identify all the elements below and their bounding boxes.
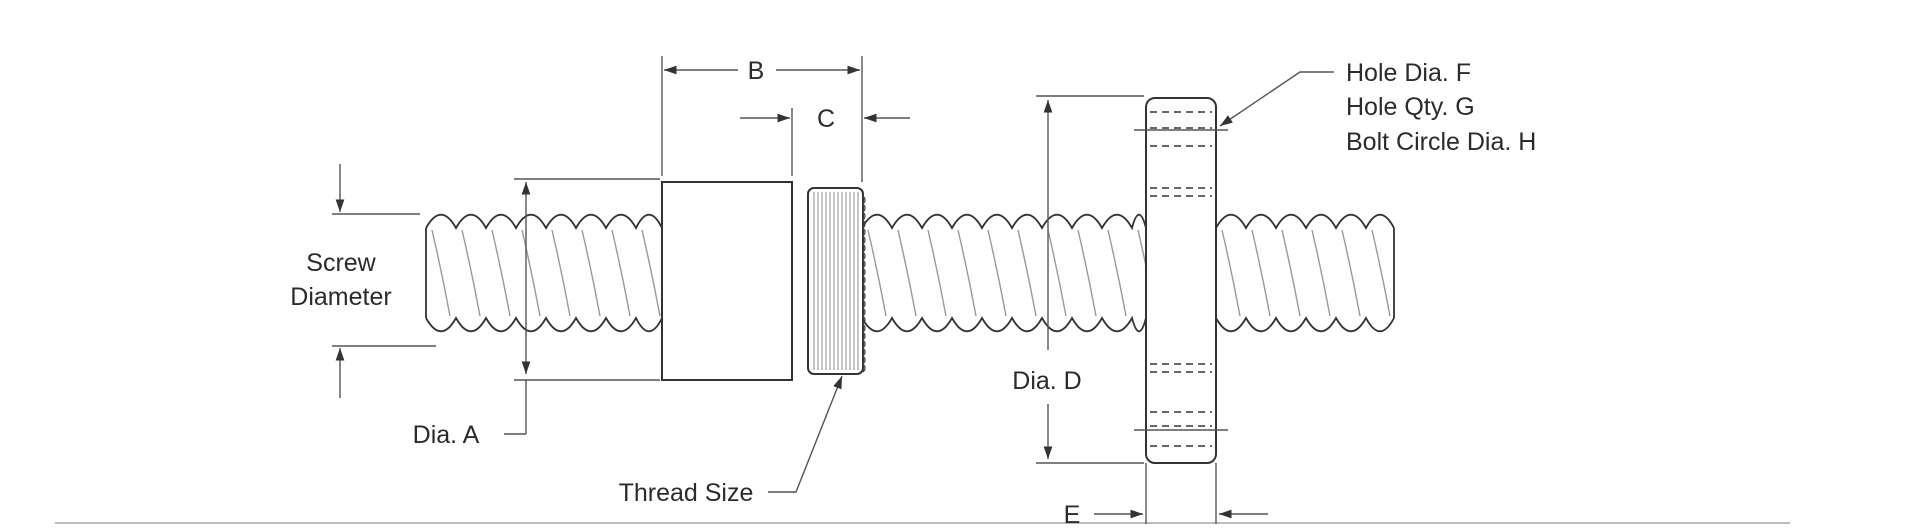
leader-hole-dia xyxy=(1219,71,1334,127)
label-c: C xyxy=(817,105,835,133)
screw-segment xyxy=(425,213,663,333)
flange xyxy=(1145,97,1217,464)
screw-segment xyxy=(1215,213,1395,333)
flange-holes xyxy=(1134,111,1228,447)
label-b: B xyxy=(748,57,765,85)
dimension-c xyxy=(740,108,910,176)
label-screw-diameter-2: Diameter xyxy=(290,283,391,311)
label-bolt-circle-dia-h: Bolt Circle Dia. H xyxy=(1346,128,1536,156)
label-thread-size: Thread Size xyxy=(619,479,754,507)
dimension-screw-diameter xyxy=(332,164,436,398)
collar-hatch xyxy=(813,192,866,373)
screw-threads xyxy=(425,213,1395,333)
label-screw-diameter-1: Screw xyxy=(306,249,376,277)
label-dia-d: Dia. D xyxy=(1012,367,1081,395)
dimension-e xyxy=(1094,463,1268,524)
label-e: E xyxy=(1064,501,1081,524)
screw-segment xyxy=(861,213,1157,333)
nut-body xyxy=(661,181,793,381)
dimension-dia-a xyxy=(504,178,660,435)
threaded-collar xyxy=(807,187,864,375)
label-hole-qty-g: Hole Qty. G xyxy=(1346,93,1475,121)
leader-thread-size xyxy=(768,375,843,493)
dimension-dia-d xyxy=(1036,95,1144,464)
label-dia-a: Dia. A xyxy=(413,421,480,449)
dimension-b xyxy=(661,56,863,182)
label-hole-dia-f: Hole Dia. F xyxy=(1346,59,1471,87)
